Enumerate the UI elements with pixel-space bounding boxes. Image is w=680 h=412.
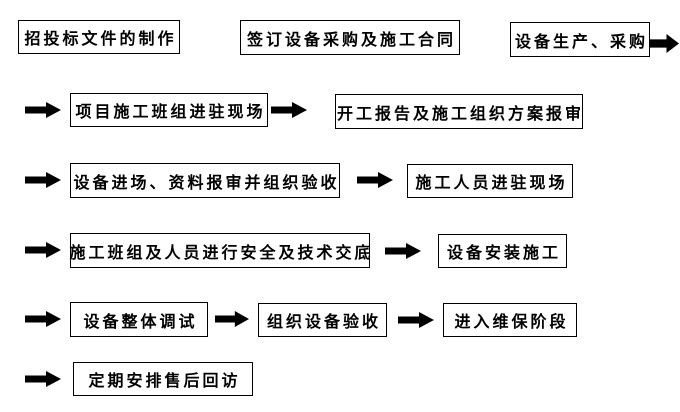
flow-box-maintenance: 进入维保阶段 <box>443 303 577 337</box>
right-arrow-icon <box>25 172 61 188</box>
flow-box-start-report: 开工报告及施工组织方案报审 <box>335 94 583 129</box>
right-arrow-icon <box>398 312 434 328</box>
right-arrow-icon <box>25 102 61 118</box>
right-arrow-icon <box>25 242 61 258</box>
flow-box-sign-contract: 签订设备采购及施工合同 <box>240 20 460 55</box>
flow-box-installation: 设备安装施工 <box>438 234 567 268</box>
flow-box-safety-briefing: 施工班组及人员进行安全及技术交底 <box>70 233 371 268</box>
right-arrow-icon <box>25 371 61 387</box>
flow-box-bid-docs: 招投标文件的制作 <box>18 20 180 54</box>
right-arrow-icon <box>271 102 307 118</box>
flow-box-equipment-arrival: 设备进场、资料报审并组织验收 <box>70 163 340 198</box>
right-arrow-icon <box>357 172 393 188</box>
flow-box-personnel-onsite: 施工人员进驻现场 <box>407 164 573 198</box>
right-arrow-icon <box>385 243 421 259</box>
right-arrow-icon <box>649 34 679 53</box>
right-arrow-icon <box>25 311 61 327</box>
flow-box-acceptance: 组织设备验收 <box>258 303 387 337</box>
flow-box-commissioning: 设备整体调试 <box>70 302 208 337</box>
flow-box-equipment-production: 设备生产、采购 <box>510 22 650 57</box>
flow-box-crew-onsite: 项目施工班组进驻现场 <box>70 93 268 127</box>
right-arrow-icon <box>215 311 249 327</box>
flow-box-followup: 定期安排售后回访 <box>73 362 253 396</box>
